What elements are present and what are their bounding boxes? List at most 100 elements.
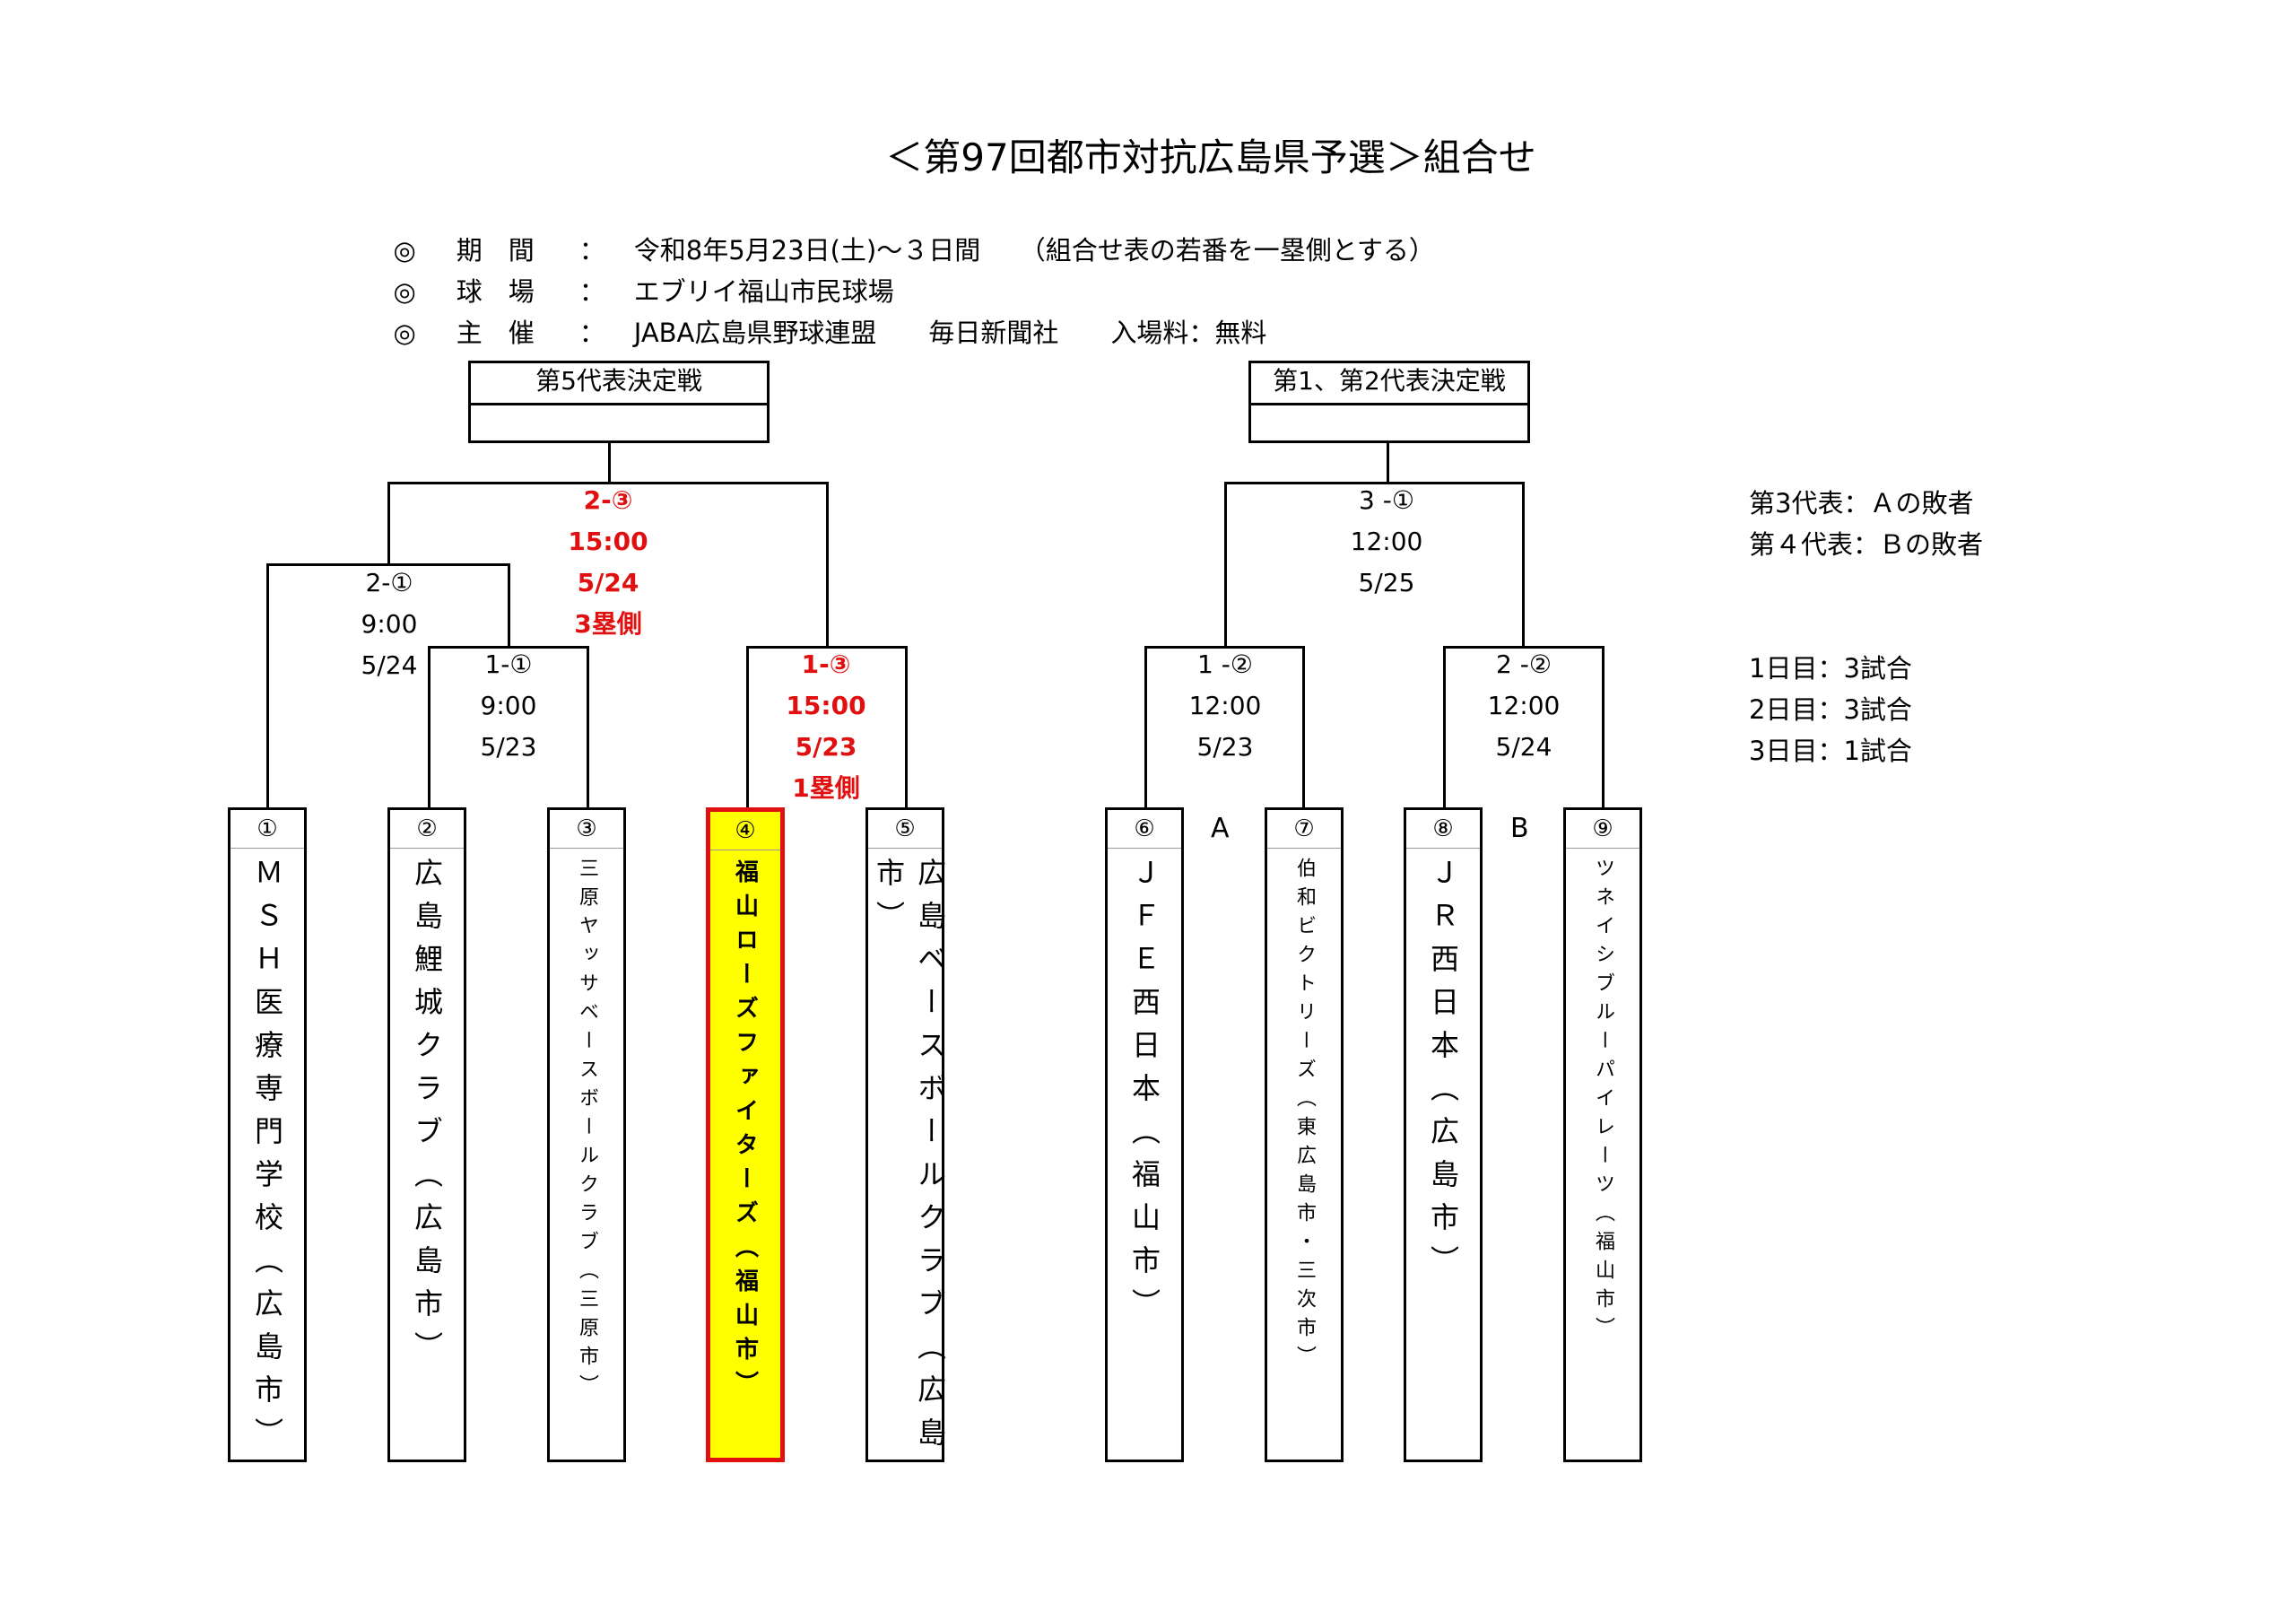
info-label: 期 間 xyxy=(456,235,535,266)
game-1-3-label: 1-③ 15:00 5/23 1塁側 xyxy=(763,644,889,809)
label-b: B xyxy=(1510,813,1529,844)
bracket-line xyxy=(266,563,510,566)
game-2-1-label: 2-① 9:00 5/24 xyxy=(326,562,452,686)
bracket-line xyxy=(387,482,390,564)
team-number: ⑨ xyxy=(1566,810,1639,849)
info-sep: ： xyxy=(578,318,605,348)
info-value: JABA広島県野球連盟 毎日新聞社 入場料：無料 xyxy=(633,318,1267,348)
info-value: エブリイ福山市民球場 xyxy=(633,276,894,307)
team-box-2: ② 広島鯉城クラブ（広島市） xyxy=(387,807,466,1462)
game-side: 3塁側 xyxy=(574,609,642,639)
note-day2: 2日目：3試合 xyxy=(1749,694,1912,725)
team-number: ② xyxy=(390,810,464,849)
team-box-7: ⑦ 伯和ビクトリーズ（東広島市・三次市） xyxy=(1265,807,1344,1462)
final-box-5th: 第5代表決定戦 xyxy=(468,361,770,443)
bracket-line xyxy=(746,646,908,649)
game-3-1-label: 3 -① 12:00 5/25 xyxy=(1324,480,1449,604)
game-id: 1-③ xyxy=(801,649,851,679)
game-id: 3 -① xyxy=(1359,485,1414,515)
game-date: 5/23 xyxy=(1196,732,1254,762)
team-name: 伯和ビクトリーズ（東広島市・三次市） xyxy=(1293,858,1316,1374)
team-name: ＭＳＨ医療専門学校（広島市） xyxy=(250,858,284,1460)
bracket-line xyxy=(1443,646,1446,808)
game-time: 15:00 xyxy=(568,527,648,556)
game-id: 1 -② xyxy=(1197,649,1253,679)
bracket-line xyxy=(266,563,269,808)
team-name: 福山ローズファイターズ（福山市） xyxy=(731,859,759,1405)
team-number: ⑤ xyxy=(868,810,942,849)
bracket-line xyxy=(1602,646,1605,808)
team-name: 広島ベースボールクラブ（広島市） xyxy=(872,858,947,1460)
team-name: 広島鯉城クラブ（広島市） xyxy=(410,858,444,1374)
bracket-line xyxy=(508,563,510,647)
info-label: 球 場 xyxy=(456,276,535,307)
game-date: 5/24 xyxy=(361,650,418,680)
label-a: A xyxy=(1211,813,1230,844)
game-date: 5/25 xyxy=(1358,568,1415,597)
info-mark: ◎ xyxy=(393,318,416,348)
game-time: 15:00 xyxy=(786,691,866,720)
team-number: ⑧ xyxy=(1406,810,1480,849)
team-box-9: ⑨ ツネイシブルーパイレーツ（福山市） xyxy=(1563,807,1642,1462)
final-title: 第5代表決定戦 xyxy=(471,363,767,405)
note-rep3: 第3代表：Ａの敗者 xyxy=(1749,488,1974,519)
game-date: 5/24 xyxy=(1495,732,1552,762)
game-time: 9:00 xyxy=(361,609,418,639)
bracket-line xyxy=(1443,646,1605,649)
game-time: 9:00 xyxy=(480,691,537,720)
info-mark: ◎ xyxy=(393,276,416,307)
game-date: 5/24 xyxy=(577,568,639,597)
team-name: ＪＲ西日本（広島市） xyxy=(1426,858,1460,1288)
bracket-line xyxy=(826,482,829,648)
team-box-5: ⑤ 広島ベースボールクラブ（広島市） xyxy=(865,807,947,1462)
info-mark: ◎ xyxy=(393,235,416,266)
info-sep: ： xyxy=(578,276,605,307)
game-time: 12:00 xyxy=(1350,527,1423,556)
game-id: 1-① xyxy=(484,649,533,679)
team-name: 三原ヤッサベースボールクラブ（三原市） xyxy=(576,858,598,1403)
bracket-line xyxy=(1522,482,1525,648)
note-day1: 1日目：3試合 xyxy=(1749,653,1912,684)
team-number: ⑦ xyxy=(1267,810,1341,849)
game-2-2-label: 2 -② 12:00 5/24 xyxy=(1461,644,1587,768)
bracket-line xyxy=(1302,646,1305,808)
bracket-line xyxy=(1224,482,1525,484)
team-box-1: ① ＭＳＨ医療専門学校（広島市） xyxy=(228,807,307,1462)
info-venue-row: ◎ 球 場 ： エブリイ福山市民球場 xyxy=(377,240,894,309)
bracket-line xyxy=(1387,443,1389,483)
bracket-line xyxy=(1144,646,1305,649)
info-label: 主 催 xyxy=(456,318,535,348)
team-number: ⑥ xyxy=(1108,810,1181,849)
game-side: 1塁側 xyxy=(792,773,860,803)
team-box-6: ⑥ ＪＦＥ西日本（福山市） xyxy=(1105,807,1184,1462)
game-1-1-label: 1-① 9:00 5/23 xyxy=(446,644,571,768)
bracket-line xyxy=(428,646,430,808)
bracket-line xyxy=(746,646,749,808)
info-organizer-row: ◎ 主 催 ： JABA広島県野球連盟 毎日新聞社 入場料：無料 xyxy=(377,282,1266,350)
game-date: 5/23 xyxy=(795,732,857,762)
bracket-line xyxy=(387,482,829,484)
page-title: ＜第97回都市対抗広島県予選＞組合せ xyxy=(885,135,1536,179)
team-name: ＪＦＥ西日本（福山市） xyxy=(1127,858,1161,1331)
game-id: 2 -② xyxy=(1496,649,1552,679)
team-box-3: ③ 三原ヤッサベースボールクラブ（三原市） xyxy=(547,807,626,1462)
game-time: 12:00 xyxy=(1188,691,1262,720)
info-period-row: ◎ 期 間 ： 令和8年5月23日(土)～３日間 （組合せ表の若番を一塁側とする） xyxy=(377,199,1435,267)
team-box-8: ⑧ ＪＲ西日本（広島市） xyxy=(1404,807,1483,1462)
bracket-line xyxy=(1144,646,1147,808)
info-sep: ： xyxy=(578,235,605,266)
final-title: 第1、第2代表決定戦 xyxy=(1251,363,1527,405)
game-time: 12:00 xyxy=(1487,691,1561,720)
note-rep4: 第４代表：Ｂの敗者 xyxy=(1749,529,1984,560)
game-id: 2-① xyxy=(365,568,413,597)
team-number: ④ xyxy=(710,812,780,850)
game-1-2-label: 1 -② 12:00 5/23 xyxy=(1162,644,1288,768)
team-number: ③ xyxy=(550,810,623,849)
bracket-line xyxy=(587,646,589,808)
note-day3: 3日目：1試合 xyxy=(1749,736,1912,766)
bracket-line xyxy=(428,646,589,649)
game-2-3-label: 2-③ 15:00 5/24 3塁側 xyxy=(536,480,680,645)
info-value: 令和8年5月23日(土)～３日間 （組合せ表の若番を一塁側とする） xyxy=(633,235,1435,266)
bracket-line xyxy=(608,443,611,483)
game-date: 5/23 xyxy=(480,732,537,762)
